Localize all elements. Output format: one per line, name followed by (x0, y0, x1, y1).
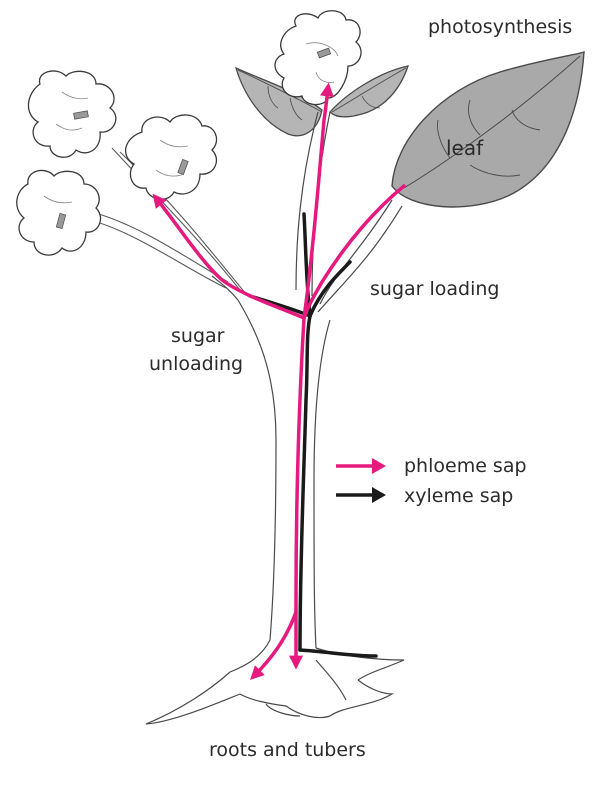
legend-xyleme-arrow (336, 487, 386, 503)
sugar-unloading-label-line1: sugar (171, 325, 224, 349)
flower-middle (126, 115, 217, 199)
sugar-unloading-label-line2: unloading (149, 353, 243, 377)
big-leaf (392, 52, 584, 207)
flower-left-bottom (17, 170, 101, 255)
sugar-loading-label: sugar loading (370, 278, 499, 302)
legend-phloeme-label: phloeme sap (404, 455, 527, 479)
photosynthesis-label: photosynthesis (428, 16, 572, 40)
legend-xyleme-label: xyleme sap (404, 485, 513, 509)
legend-phloeme-arrow (336, 458, 386, 474)
xyleme-flow (250, 214, 376, 656)
flower-top (275, 11, 361, 105)
leaf-label: leaf (446, 136, 483, 161)
roots-and-tubers-label: roots and tubers (209, 739, 366, 763)
roots-outline (146, 648, 404, 724)
flower-left-top (28, 71, 115, 157)
